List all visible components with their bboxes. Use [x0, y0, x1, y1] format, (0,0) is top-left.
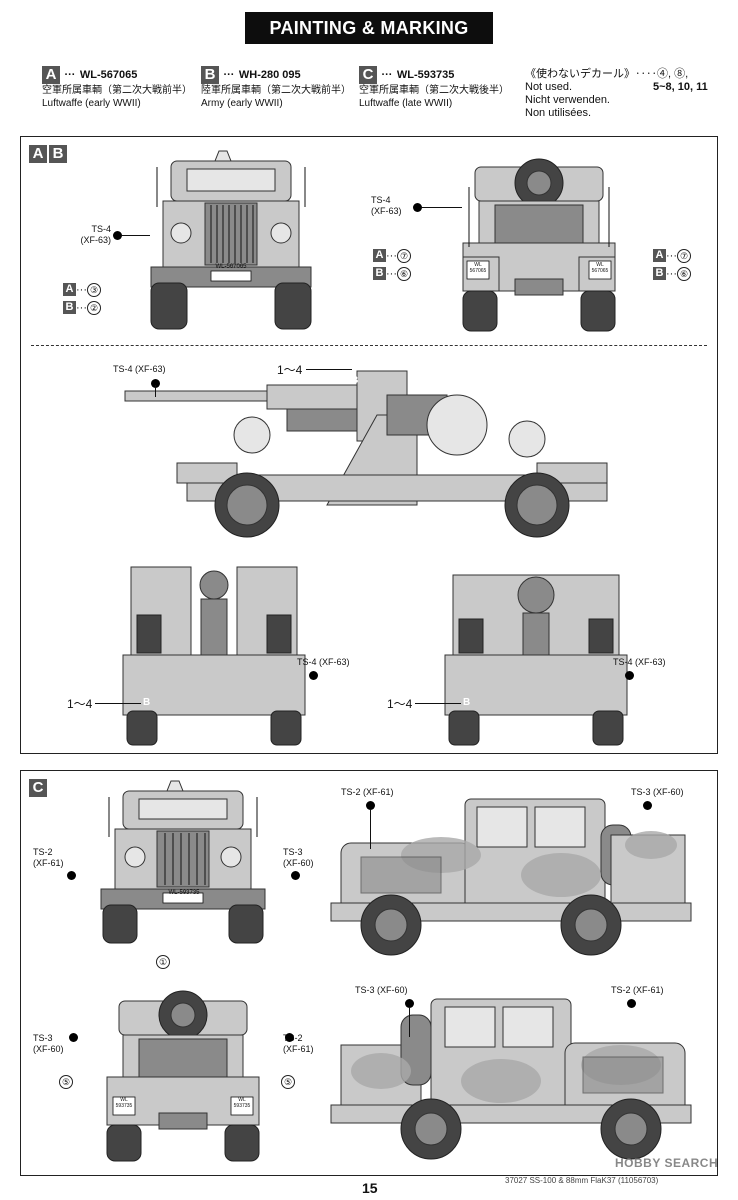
- separator: [31, 345, 707, 346]
- gun-rear-b-marking: B: [463, 697, 471, 708]
- callout-c-side-ts3: TS-3 (XF-60): [631, 787, 684, 797]
- rear-right-decal-a: A···⑦: [653, 247, 691, 265]
- legend-code: WH-280 095: [238, 69, 301, 81]
- callout-dot: [69, 1033, 78, 1042]
- c-front-decal: ①: [156, 953, 170, 971]
- legend-jp: 陸軍所属車輌（第二次大戦前半）: [201, 85, 351, 97]
- panel-c-tags: C: [29, 779, 49, 797]
- not-used-numbers: 5~8, 10, 11: [653, 81, 708, 93]
- callout-dot: [413, 203, 422, 212]
- leader-line: [415, 703, 461, 704]
- front-decal-b: B···②: [63, 299, 101, 317]
- callout-dot: [67, 871, 76, 880]
- callout-c-side-ts3-b: TS-3 (XF-60): [355, 985, 408, 995]
- truck-c-side-view-right: [330, 998, 692, 1160]
- legend-jp: 空軍所属車輌（第二次大戦前半）: [42, 85, 192, 97]
- gun-front-range: 1〜4: [67, 697, 93, 711]
- callout-c-side-ts2-b: TS-2 (XF-61): [611, 985, 664, 995]
- truck-c-side-view-left: [330, 798, 692, 956]
- callout-dot: [627, 999, 636, 1008]
- watermark: HOBBY SEARCH: [615, 1156, 719, 1170]
- callout-dot: [113, 231, 122, 240]
- callout-dot: [643, 801, 652, 810]
- truck-front-view: [150, 150, 312, 330]
- leader-line: [409, 1007, 410, 1037]
- callout-dot: [405, 999, 414, 1008]
- page-number: 15: [362, 1180, 378, 1196]
- callout-dot: [625, 671, 634, 680]
- not-used-jp: 《使わないデカール》‥‥④, ⑧,: [525, 68, 689, 80]
- callout-dot: [309, 671, 318, 680]
- legend-en: Luftwaffe (early WWII): [42, 98, 141, 110]
- rear-left-decal-a: A···⑦: [373, 247, 411, 265]
- flak-gun-side-view: [124, 370, 608, 538]
- legend-code: WL-567065: [79, 69, 138, 81]
- tag-b: B: [49, 145, 67, 163]
- flak-gun-front-view: [122, 566, 306, 746]
- legend-en: Luftwaffe (late WWII): [359, 98, 453, 110]
- callout-rear-ts4: TS-4 (XF-63): [371, 195, 402, 216]
- rear-left-decal-b: B···⑥: [373, 265, 411, 283]
- flak-gun-rear-view: [444, 574, 628, 746]
- callout-dot: [366, 801, 375, 810]
- variant-letter: A: [42, 66, 60, 84]
- c-rear-decal-right: ⑤: [281, 1073, 295, 1091]
- legend-item-a: A ··· WL-567065 空軍所属車輌（第二次大戦前半） Luftwaff…: [42, 66, 202, 110]
- legend-en: Army (early WWII): [201, 98, 283, 110]
- leader-line: [370, 809, 371, 849]
- product-code: 37027 SS-100 & 88mm FlaK37 (11056703): [505, 1176, 659, 1185]
- front-decal-a: A···③: [63, 281, 101, 299]
- callout-c-front-ts3: TS-3 (XF-60): [283, 847, 314, 868]
- callout-gun-ts4: TS-4 (XF-63): [113, 364, 166, 374]
- not-used-de: Nicht verwenden.: [525, 94, 610, 106]
- truck-rear-view: [462, 158, 616, 332]
- tag-a: A: [29, 145, 47, 163]
- callout-dot: [291, 871, 300, 880]
- variant-letter: B: [201, 66, 219, 84]
- variant-letter: C: [359, 66, 377, 84]
- leader-line: [155, 385, 156, 397]
- callout-gun-front-ts4: TS-4 (XF-63): [297, 657, 350, 667]
- gun-side-range: 1〜4: [277, 363, 303, 377]
- rear-right-decal-b: B···⑥: [653, 265, 691, 283]
- legend-item-c: C ··· WL-593735 空軍所属車輌（第二次大戦後半） Luftwaff…: [359, 66, 519, 110]
- panel-c: C WL-593735 ① TS-2 (XF-61) TS-3 (XF-60): [20, 770, 718, 1176]
- not-used-decals: 《使わないデカール》‥‥④, ⑧, Not used. 5~8, 10, 11 …: [525, 68, 725, 120]
- callout-gun-rear-ts4: TS-4 (XF-63): [613, 657, 666, 667]
- c-rear-plate-left: WL 593735: [115, 1097, 133, 1109]
- not-used-fr: Non utilisées.: [525, 107, 592, 119]
- callout-c-rear-ts3: TS-3 (XF-60): [33, 1033, 64, 1054]
- callout-dot: [151, 379, 160, 388]
- truck-c-front-view: [100, 780, 266, 944]
- callout-c-front-ts2: TS-2 (XF-61): [33, 847, 64, 868]
- callout-front-ts4: TS-4 (XF-63): [80, 224, 111, 245]
- leader-line: [306, 369, 352, 370]
- c-rear-decal-left: ⑤: [59, 1073, 73, 1091]
- truck-c-rear-view: [106, 990, 260, 1162]
- not-used-en: Not used.: [525, 81, 573, 93]
- page-title: PAINTING & MARKING: [245, 12, 493, 44]
- c-rear-plate-right: WL 593735: [233, 1097, 251, 1109]
- legend-code: WL-593735: [396, 69, 455, 81]
- rear-plate-left: WL 567065: [469, 262, 487, 274]
- legend-jp: 空軍所属車輌（第二次大戦後半）: [359, 85, 509, 97]
- gun-front-b-marking: B: [143, 697, 151, 708]
- callout-c-side-ts2: TS-2 (XF-61): [341, 787, 394, 797]
- gun-side-b-marking: B: [351, 375, 359, 386]
- rear-plate-right: WL 567065: [591, 262, 609, 274]
- leader-line: [122, 235, 150, 236]
- leader-line: [95, 703, 141, 704]
- leader-line: [422, 207, 462, 208]
- c-front-plate-text: WL-593735: [168, 890, 200, 896]
- front-plate-text: WL-567065: [215, 264, 247, 270]
- callout-dot: [285, 1033, 294, 1042]
- legend-item-b: B ··· WH-280 095 陸軍所属車輌（第二次大戦前半） Army (e…: [201, 66, 361, 110]
- gun-rear-range: 1〜4: [387, 697, 413, 711]
- tag-c: C: [29, 779, 47, 797]
